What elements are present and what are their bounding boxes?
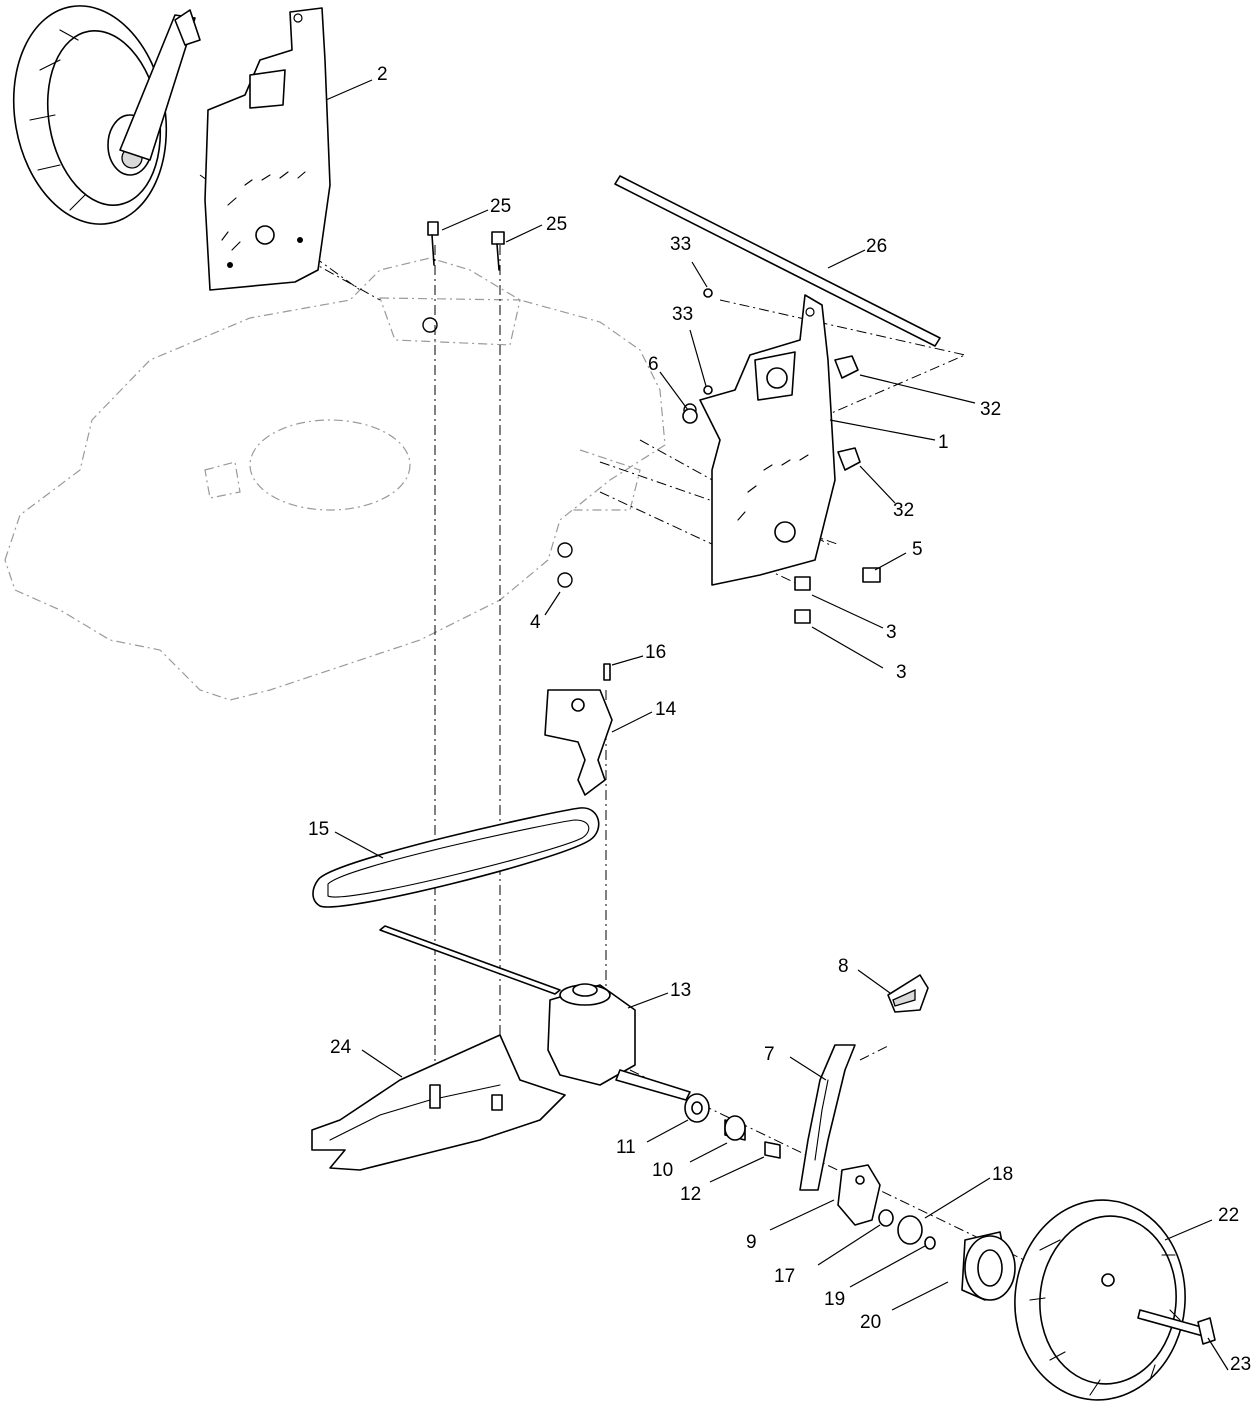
bushings bbox=[684, 1093, 781, 1159]
lower-wheel-icon bbox=[1014, 1199, 1216, 1401]
assembly-lines bbox=[199, 174, 1046, 1271]
callout-33-a: 33 bbox=[670, 234, 691, 255]
callout-17: 17 bbox=[774, 1266, 795, 1287]
front-height-bracket-icon bbox=[699, 294, 861, 586]
callout-23: 23 bbox=[1230, 1354, 1251, 1375]
callout-9: 9 bbox=[746, 1232, 757, 1253]
callout-3-a: 3 bbox=[886, 622, 897, 643]
callout-2: 2 bbox=[377, 64, 388, 85]
callout-32-a: 32 bbox=[980, 399, 1001, 420]
callout-20: 20 bbox=[860, 1312, 881, 1333]
drive-belt-icon bbox=[312, 807, 600, 908]
callout-1: 1 bbox=[938, 432, 949, 453]
callout-18: 18 bbox=[992, 1164, 1013, 1185]
callout-19: 19 bbox=[824, 1289, 845, 1310]
callout-25-b: 25 bbox=[546, 214, 567, 235]
callout-labels: 2 25 25 26 33 33 6 32 1 32 5 3 3 4 16 14… bbox=[308, 64, 1251, 1375]
callout-14: 14 bbox=[655, 699, 677, 720]
callout-5: 5 bbox=[912, 539, 923, 560]
gear-assembly-icon bbox=[837, 1164, 936, 1250]
height-lever-icon bbox=[799, 974, 929, 1191]
belt-guard-bracket-icon bbox=[544, 689, 613, 796]
callout-4: 4 bbox=[530, 612, 541, 633]
transmission-icon bbox=[379, 925, 691, 1101]
callout-8: 8 bbox=[838, 956, 849, 977]
callout-25-a: 25 bbox=[490, 196, 511, 217]
callout-16: 16 bbox=[645, 642, 666, 663]
callout-10: 10 bbox=[652, 1160, 673, 1181]
callout-15: 15 bbox=[308, 819, 329, 840]
rear-height-bracket-icon bbox=[204, 7, 331, 291]
callout-32-b: 32 bbox=[893, 500, 914, 521]
callout-6: 6 bbox=[648, 354, 659, 375]
callout-11: 11 bbox=[616, 1137, 636, 1158]
callout-33-b: 33 bbox=[672, 304, 693, 325]
baffle-guard-icon bbox=[311, 1034, 566, 1171]
wheel-hub-icon bbox=[961, 1231, 1016, 1301]
upper-wheel-icon bbox=[12, 5, 201, 225]
leader-lines bbox=[325, 79, 1229, 1371]
callout-13: 13 bbox=[670, 980, 691, 1001]
adjustment-rod-icon bbox=[614, 175, 941, 347]
callout-7: 7 bbox=[764, 1044, 775, 1065]
callout-3-b: 3 bbox=[896, 662, 907, 683]
hardware bbox=[427, 221, 881, 681]
mower-deck-icon bbox=[4, 257, 697, 701]
callout-26: 26 bbox=[866, 236, 887, 257]
callout-12: 12 bbox=[680, 1184, 701, 1205]
callout-24: 24 bbox=[330, 1037, 352, 1058]
callout-22: 22 bbox=[1218, 1205, 1239, 1226]
